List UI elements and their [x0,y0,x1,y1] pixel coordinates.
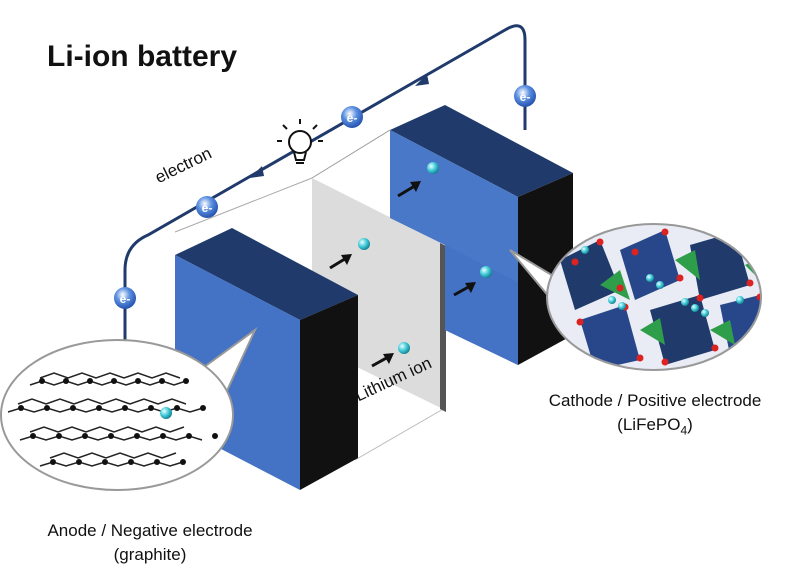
lithium-ion-icon [427,162,439,174]
formula-subscript: 4 [680,423,688,438]
lithium-ion-icon [160,407,172,419]
graphite-atoms [18,378,218,465]
circuit-wire [123,24,527,370]
svg-text:e-: e- [202,201,213,215]
guide-line [311,129,391,179]
lithium-ion-icon [398,342,410,354]
page-title: Li-ion battery [47,40,238,73]
svg-text:e-: e- [347,111,358,125]
electron-icon: e- [196,196,218,218]
lifepo4-zoom-bubble [509,223,762,371]
cathode-label: Cathode / Positive electrode [548,391,762,410]
ion-group-cathode-mid [453,266,492,297]
formula-suffix: ) [687,415,693,434]
electron-icon: e- [514,85,536,107]
wire-arrow-1 [250,166,264,178]
ion-group-cathode-top [397,162,439,198]
ion-group-separator-bottom [371,342,410,368]
lithium-ion-icon [358,238,370,250]
electron-icon: e- [114,287,136,309]
lithium-atoms [571,239,744,317]
anode-material-label: (graphite) [113,545,187,564]
wire-arrow-2 [415,74,429,86]
formula-prefix: (LiFePO [617,415,681,434]
lithium-ion-icon [480,266,492,278]
graphite-zoom-bubble [0,326,258,491]
guide-line [174,177,313,233]
light-bulb-icon [277,119,323,164]
electron-icon: e- [341,106,363,128]
ion-group-separator-top [329,238,370,270]
anode-label: Anode / Negative electrode [47,521,253,540]
svg-text:e-: e- [520,90,531,104]
svg-text:e-: e- [120,292,131,306]
guide-line [354,407,446,461]
cathode-material-label: (LiFePO4) [510,415,800,437]
